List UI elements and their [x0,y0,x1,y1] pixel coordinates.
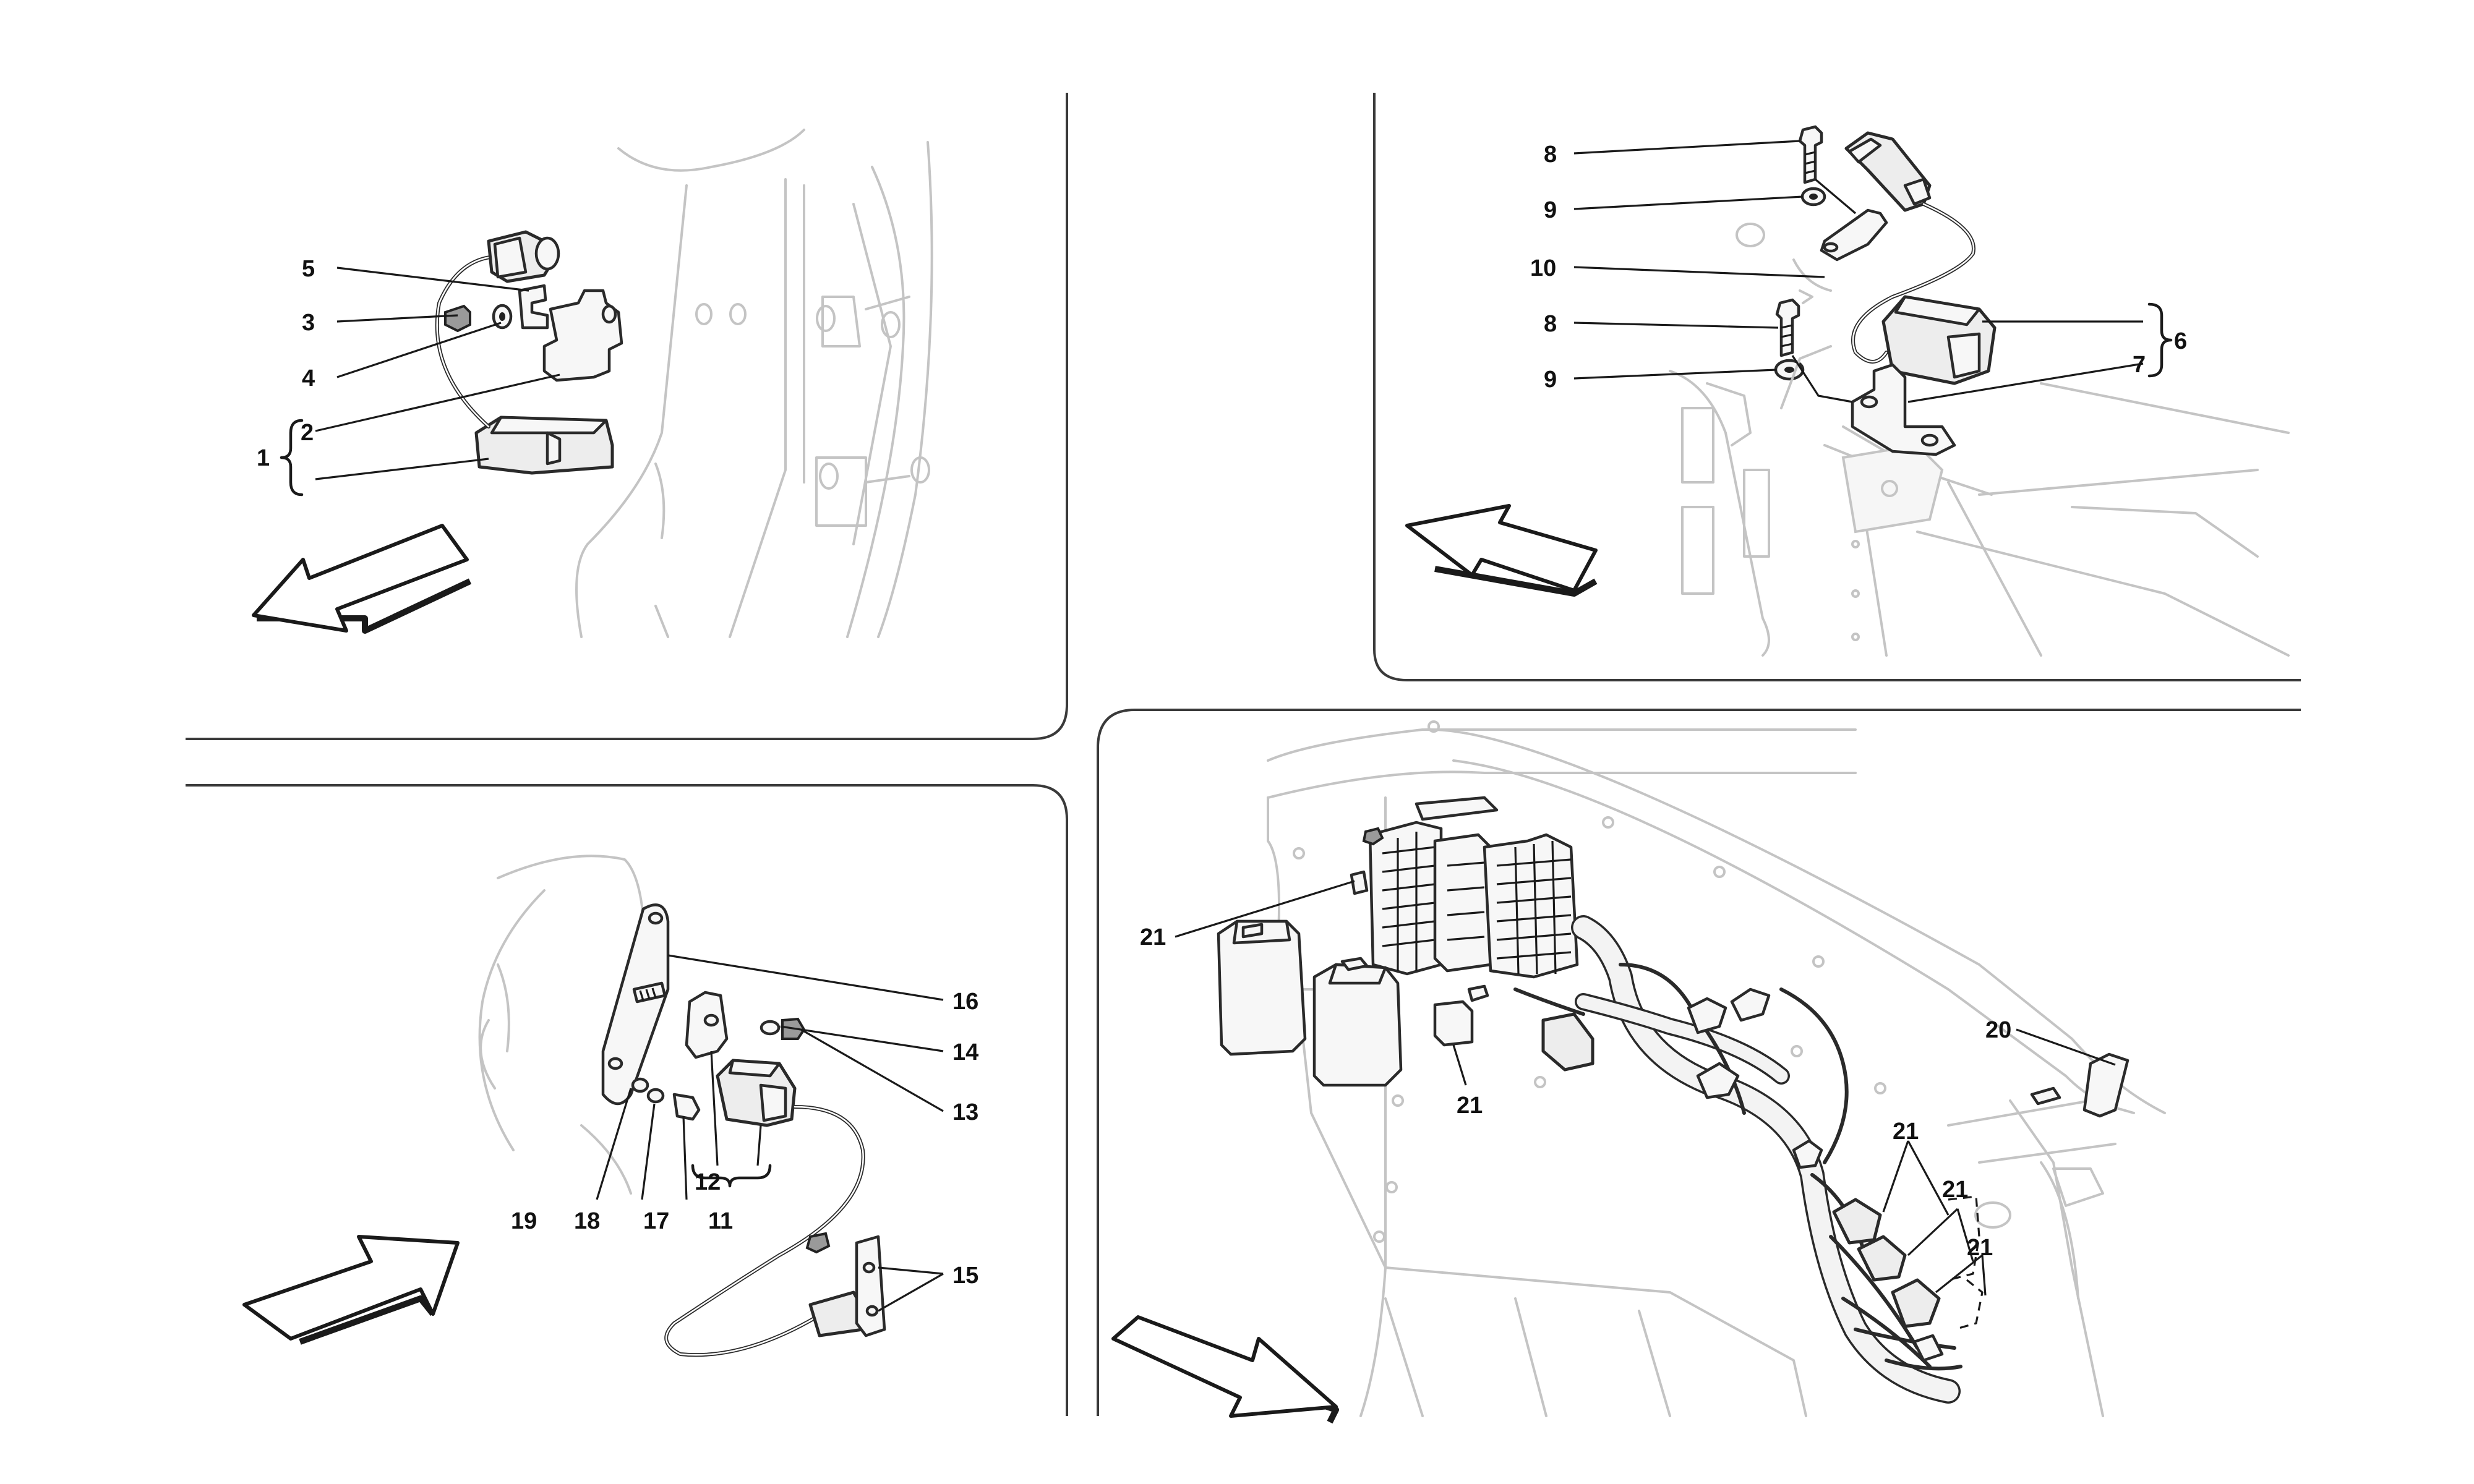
callout-12: 12 [695,1169,721,1195]
callout-19: 19 [511,1208,537,1234]
callout-2: 2 [301,420,314,446]
harness-connector-c [1857,1235,1907,1282]
brace-11 [691,1164,772,1188]
callout-21b: 21 [1457,1093,1483,1119]
callout-9b: 9 [1544,367,1557,393]
callout-16: 16 [952,989,978,1015]
callout-4: 4 [302,365,315,391]
body-structure-2 [1669,223,2290,657]
bolt [444,304,471,333]
panel-frames [186,93,2301,1416]
callout-5: 5 [302,256,315,282]
harness-clip-d [1792,1139,1823,1169]
direction-arrow-2 [1405,504,1598,592]
direction-arrow-1 [252,524,469,633]
harness-connector-b [1832,1198,1882,1245]
sensor-unit-3 [716,1059,797,1127]
mounting-rail [1415,796,1499,821]
clip-relay [1350,870,1369,895]
callout-7: 7 [2133,352,2146,378]
screw-20 [2030,1086,2061,1106]
panel-top-left: 5 3 4 2 1 [252,129,933,638]
washer-19 [631,1077,649,1093]
frame-bottom-left [186,784,1068,1416]
bracket-15 [855,1235,886,1337]
callout-9a: 9 [1544,197,1557,223]
frame-top-right [1373,93,2301,681]
hole-1b [729,303,747,325]
callout-13: 13 [952,1099,978,1125]
brace-6 [2147,302,2173,378]
direction-arrow-4 [1111,1315,1338,1418]
callout-20: 20 [1985,1017,2011,1043]
callout-17: 17 [643,1208,669,1234]
washer-14 [760,1020,781,1036]
callout-3: 3 [302,310,315,336]
callout-6: 6 [2174,328,2187,354]
panel-bottom-right: 21 21 21 21 21 20 [1111,720,2166,1424]
callout-8a: 8 [1544,142,1557,168]
hole-1a [695,303,713,325]
panel-bottom-left: 16 14 13 15 12 11 19 18 17 [242,855,978,1357]
rail-screw [1362,827,1384,846]
callout-21e: 21 [1967,1235,1993,1261]
callout-21a: 21 [1140,924,1166,950]
relay-box [1433,833,1492,973]
mount-plate [601,903,670,1106]
relay-large-1 [1217,919,1307,1056]
callout-18: 18 [574,1208,600,1234]
panel-top-right: 8 9 10 8 9 6 7 [1405,125,2290,657]
washer-18 [646,1088,665,1104]
sensor-unit-2 [1881,295,1997,385]
harness-connector-d [1891,1278,1941,1328]
harness-connector-a [1541,1012,1594,1072]
trim-strip [2082,1052,2129,1118]
harness-clip-b [1730,987,1771,1022]
callout-14: 14 [952,1039,978,1065]
relay-small [1433,984,1489,1047]
direction-arrow-3 [242,1235,460,1341]
wiring-harness [1513,915,1963,1404]
callout-15: 15 [952,1263,978,1289]
fuse-box-main [1368,821,1443,976]
bolt-lower [1775,298,1800,357]
callout-10: 10 [1530,255,1556,281]
connector-dashed-outline [1948,1195,1984,1331]
callout-21d: 21 [1942,1177,1968,1203]
callout-1: 1 [257,445,270,471]
harness-clip-a [1687,997,1727,1034]
clip [518,284,549,330]
callout-21c: 21 [1893,1119,1919,1145]
bolt-17 [672,1093,701,1121]
bracket [542,289,623,382]
connector-plug [487,230,560,283]
relay-large-2 [1312,957,1403,1087]
brace-1 [280,419,304,497]
frame-top-left [186,93,1068,740]
connector-plug-2 [1844,131,1932,212]
mount-bracket-7 [1851,363,1956,456]
harness-clip-c [1696,1062,1740,1099]
harness-connector-e [1912,1334,1944,1362]
bolt-top [1798,125,1823,184]
body-structure-4 [1267,720,2166,1417]
frame-bottom-right [1097,709,2301,1416]
fuse-box-secondary [1483,833,1579,979]
callout-11: 11 [708,1208,733,1234]
sensor-unit [474,416,614,475]
nut-15 [805,1232,831,1254]
callout-8b: 8 [1544,311,1557,337]
body-structure-1 [575,129,933,638]
